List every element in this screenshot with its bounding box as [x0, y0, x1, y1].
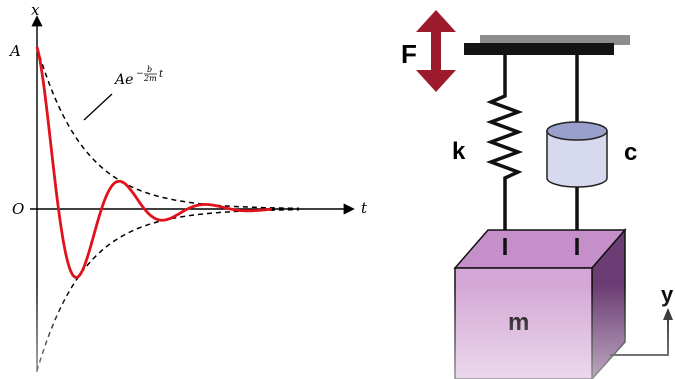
x-axis-label: t — [361, 199, 368, 217]
amplitude-label: A — [8, 42, 21, 60]
force-label: F — [401, 39, 417, 69]
bottom-haze — [0, 285, 675, 379]
top-plate — [464, 43, 614, 55]
envelope-leader-line — [83, 93, 113, 121]
svg-text:t: t — [159, 69, 164, 80]
damper — [546, 55, 608, 238]
damped-oscillation-curve — [35, 46, 273, 279]
damper-label: c — [624, 139, 637, 166]
svg-text:−: − — [136, 69, 144, 79]
svg-text:Ae: Ae — [113, 72, 133, 88]
force-arrow — [416, 10, 456, 92]
spring — [485, 55, 524, 238]
upper-envelope-curve — [36, 46, 299, 210]
svg-text:2m: 2m — [143, 74, 157, 83]
spring-label: k — [452, 138, 466, 165]
svg-text:b: b — [147, 65, 152, 74]
origin-label: O — [12, 200, 24, 218]
damped-oscillation-plot: x t A O Ae − b 2m t — [8, 1, 368, 372]
envelope-formula-label: Ae − b 2m t — [113, 65, 164, 88]
top-plate-shadow — [480, 35, 630, 45]
y-axis-label: x — [31, 1, 40, 19]
